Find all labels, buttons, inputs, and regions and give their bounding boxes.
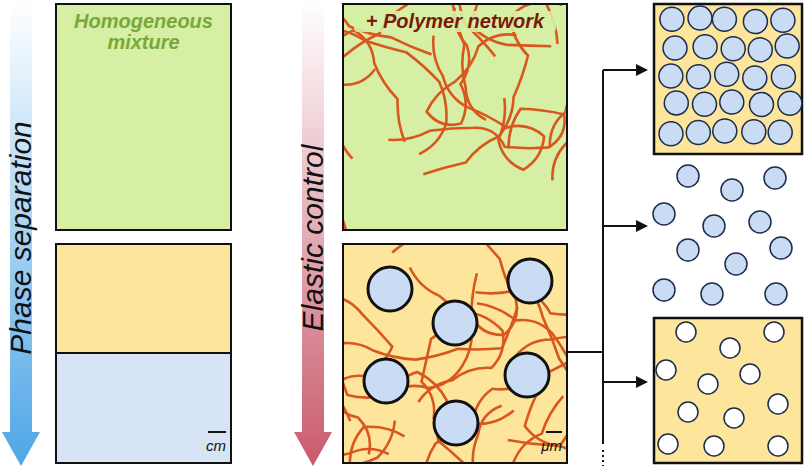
phase-arrow: [2, 0, 40, 466]
panel-box: Homogeneous mixture: [55, 3, 232, 231]
mixture-fill: [56, 4, 231, 230]
scale-bar: [546, 431, 562, 433]
arrow-heads: [636, 64, 648, 388]
panel-box: μm: [342, 243, 568, 464]
panel-box: + Polymer network: [342, 3, 568, 231]
outcome-box: [654, 318, 802, 463]
panel-title: + Polymer network: [354, 11, 556, 32]
blue-phase: [56, 353, 231, 462]
interface: [56, 352, 231, 354]
mixture-fill: [343, 4, 567, 230]
axis-label: Elastic control: [296, 145, 330, 332]
axis-label: Phase separation: [4, 121, 38, 355]
empty-droplets: [656, 322, 788, 456]
scale-bar: [208, 431, 226, 433]
polymer-network: [344, 5, 566, 229]
branch-lines: [567, 70, 638, 466]
panel-title: Homogeneous mixture: [67, 11, 220, 53]
panel-box: cm: [55, 243, 232, 464]
yellow-phase: [343, 244, 567, 463]
droplets: [364, 259, 552, 445]
free-droplets: [653, 165, 792, 305]
scale-label: cm: [206, 438, 226, 454]
dense-droplets: [659, 6, 802, 146]
scale-label: μm: [541, 438, 562, 454]
elastic-arrow: [294, 0, 332, 466]
outcome-box: [654, 4, 802, 154]
polymer-network: [344, 245, 566, 462]
yellow-phase: [56, 244, 231, 353]
